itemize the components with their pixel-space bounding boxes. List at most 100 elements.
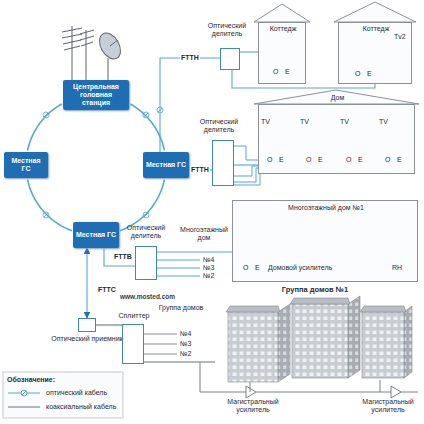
node-text: Сплиттер bbox=[112, 312, 156, 320]
label: O bbox=[385, 156, 390, 164]
ring-cable bbox=[130, 104, 164, 150]
cable bbox=[96, 324, 122, 325]
device-box bbox=[212, 140, 234, 186]
cable bbox=[104, 248, 135, 266]
graphic bbox=[254, 4, 310, 22]
edge-label: FTTH bbox=[190, 166, 210, 174]
graphic bbox=[157, 276, 200, 277]
legend-text: коаксиальный кабель bbox=[46, 403, 116, 411]
graphic bbox=[278, 304, 290, 382]
node-text: Центральная головная станция bbox=[65, 83, 127, 107]
graphic bbox=[348, 296, 360, 378]
graphic bbox=[360, 306, 406, 312]
cable bbox=[144, 361, 215, 362]
cottage-roofs bbox=[254, 2, 419, 104]
cable bbox=[240, 51, 258, 52]
graphic bbox=[334, 2, 416, 22]
label: O bbox=[243, 264, 248, 272]
edge-label: FTTB bbox=[113, 253, 133, 261]
graphic bbox=[254, 90, 419, 104]
graphic bbox=[3, 372, 123, 418]
label: E bbox=[358, 156, 363, 164]
label: №2 bbox=[203, 272, 214, 280]
graphic bbox=[228, 312, 278, 382]
label: Обозначение: bbox=[7, 376, 55, 384]
node-text: Коттедж bbox=[259, 25, 307, 33]
node-text: Местная ГС bbox=[146, 161, 186, 169]
local-station: Местная ГС bbox=[4, 152, 48, 178]
house: Дом bbox=[258, 104, 415, 174]
cottage: Коттедж bbox=[338, 22, 412, 84]
graphic bbox=[157, 268, 200, 269]
label: №4 bbox=[203, 256, 214, 264]
graphic bbox=[110, 40, 118, 46]
label: E bbox=[255, 264, 260, 272]
label: E bbox=[397, 156, 402, 164]
cable bbox=[86, 248, 87, 318]
graphic bbox=[95, 29, 125, 62]
divider-stubs bbox=[157, 260, 200, 276]
device-box bbox=[135, 246, 157, 280]
label: Tv2 bbox=[394, 33, 406, 41]
edge-label: FTTH bbox=[180, 54, 200, 62]
label: O bbox=[355, 70, 360, 78]
ring-cable bbox=[120, 180, 165, 231]
cable bbox=[157, 251, 232, 252]
optical-splitter: Оптический делитель bbox=[188, 118, 250, 188]
graphic bbox=[290, 298, 350, 304]
label: №3 bbox=[203, 264, 214, 272]
house-group: Группа домов №1 bbox=[215, 286, 415, 382]
label: E bbox=[279, 156, 284, 164]
graphic bbox=[80, 30, 94, 34]
legend-samples bbox=[3, 372, 123, 418]
device-box bbox=[220, 48, 240, 70]
graphic bbox=[144, 334, 177, 335]
device-box bbox=[122, 324, 144, 364]
legend-text: оптический кабель bbox=[46, 389, 107, 397]
label: O bbox=[267, 156, 272, 164]
graphic bbox=[8, 407, 40, 408]
apartment-buildings bbox=[226, 296, 412, 382]
graphic bbox=[391, 386, 401, 398]
label: TV bbox=[340, 118, 349, 126]
splitter: Сплиттер bbox=[112, 312, 156, 364]
graphic bbox=[404, 306, 412, 378]
graphic bbox=[144, 354, 177, 355]
graphic bbox=[21, 390, 27, 396]
device-box bbox=[78, 318, 96, 332]
node-text: Дом bbox=[259, 94, 416, 102]
splitter-stubs bbox=[144, 334, 177, 354]
watermark: www.mosted.com bbox=[120, 293, 175, 301]
node-text: Оптический делитель bbox=[192, 22, 262, 38]
node-text: Местная ГС bbox=[76, 231, 116, 239]
optical-splitter: Оптический делитель bbox=[192, 22, 262, 70]
graphic bbox=[22, 391, 26, 395]
label: E bbox=[367, 70, 372, 78]
optical-splitter: Оптический делитель bbox=[116, 224, 176, 280]
graphic bbox=[108, 58, 109, 80]
graphic bbox=[250, 382, 251, 392]
graphic bbox=[86, 30, 87, 80]
label: Магистральный усилитель bbox=[220, 398, 286, 414]
graphic bbox=[62, 34, 82, 38]
label: Многоэтажный дом bbox=[178, 226, 230, 242]
label: TV bbox=[261, 118, 270, 126]
label: №2 bbox=[180, 350, 191, 358]
label: O bbox=[273, 68, 278, 76]
node-text: Оптический делитель bbox=[116, 224, 176, 240]
graphic bbox=[200, 362, 246, 392]
node-text: Оптический приемник bbox=[50, 335, 124, 343]
graphic bbox=[246, 386, 256, 398]
graphic bbox=[362, 312, 404, 378]
graphic bbox=[256, 392, 391, 393]
graphic bbox=[380, 380, 381, 392]
graphic bbox=[144, 344, 177, 345]
node-text: Группа домов №1 bbox=[215, 286, 415, 294]
graphic bbox=[401, 392, 418, 393]
antenna-group bbox=[62, 26, 125, 80]
graphic bbox=[157, 260, 200, 261]
graphic bbox=[72, 26, 73, 80]
cottage: Коттедж bbox=[258, 22, 306, 84]
graphic bbox=[64, 46, 80, 50]
graphic bbox=[226, 306, 280, 312]
